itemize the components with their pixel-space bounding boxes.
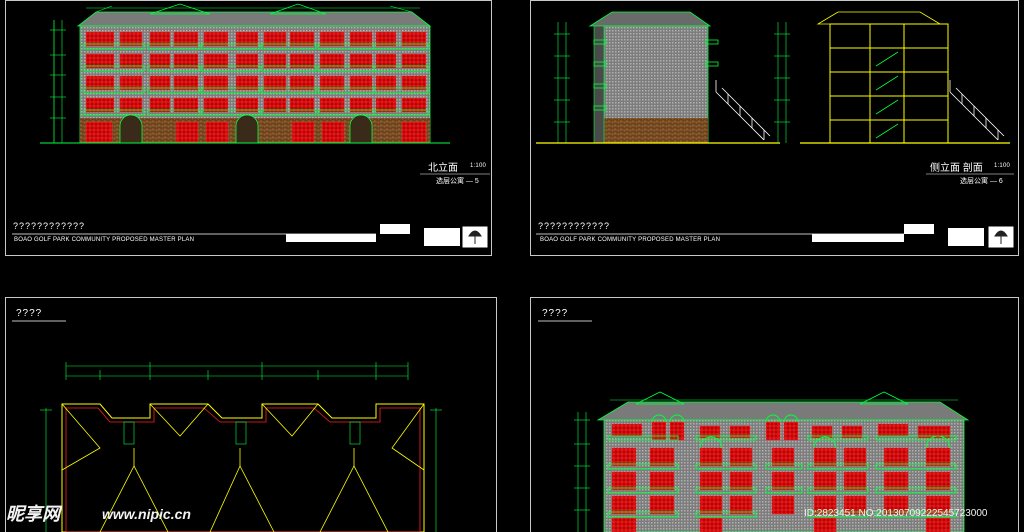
tl-caption-scale: 1:100 [470, 163, 487, 169]
watermark-logo: 昵享网 [6, 504, 60, 524]
tr-title-cn: ???????????? [538, 221, 611, 231]
br-heading: ???? [542, 308, 569, 319]
section-drawing [774, 11, 1010, 144]
roof-plan-drawing [40, 362, 442, 532]
tr-caption-title: 侧立面 剖面 [930, 163, 983, 174]
sheet-side-section [530, 0, 1019, 256]
title-block-fill-a [286, 234, 376, 242]
tr-title-en: BOAO GOLF PARK COMMUNITY PROPOSED MASTER… [540, 237, 721, 243]
tr-caption-scale: 1:100 [994, 163, 1011, 169]
tr-caption-sub: 选层公寓 — 6 [960, 178, 1003, 185]
tl-title-cn: ???????????? [13, 221, 86, 231]
north-elevation-drawing [40, 3, 450, 144]
title-block-fill-b [380, 224, 410, 234]
sheet-south-elevation [530, 297, 1019, 532]
title-block-fill-e [904, 224, 934, 234]
tl-caption-title: 北立面 [428, 163, 458, 174]
bl-heading: ???? [16, 308, 43, 319]
title-block-fill-f [948, 228, 984, 246]
title-block-fill-d [812, 234, 904, 242]
title-block-fill-c [424, 228, 460, 246]
side-elevation-drawing [536, 11, 780, 144]
tl-caption-sub: 选层公寓 — 5 [436, 178, 479, 185]
tl-title-en: BOAO GOLF PARK COMMUNITY PROPOSED MASTER… [14, 237, 195, 243]
watermark-url: www.nipic.cn [102, 506, 191, 522]
sheet-north-elevation [5, 0, 492, 256]
sheet-roof-plan [5, 297, 497, 532]
south-elevation-drawing [574, 391, 970, 532]
watermark-id: ID:2823451 NO:20130709222545723000 [804, 508, 988, 519]
